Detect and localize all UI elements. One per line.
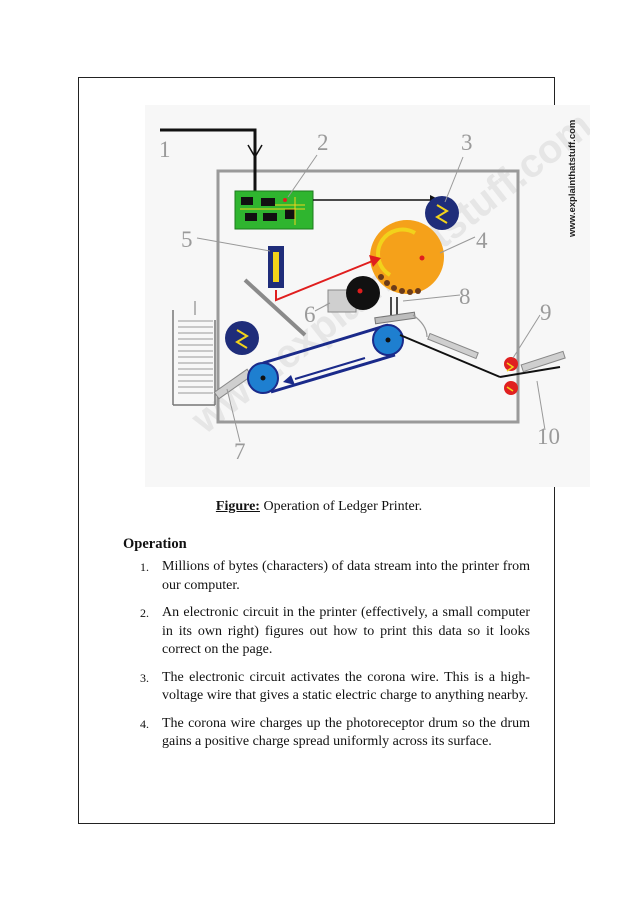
- callout-1: 1: [159, 137, 171, 162]
- step-text: The electronic circuit activates the cor…: [162, 669, 530, 704]
- chip-icon: [245, 213, 257, 221]
- data-input-line: [160, 128, 257, 195]
- belt-roller-left-axle: [260, 375, 266, 381]
- paper-flow-arrow: [412, 314, 428, 338]
- step-number: 3.: [140, 670, 149, 685]
- callout-6: 6: [304, 302, 316, 327]
- developer-roller: [346, 276, 380, 310]
- heat-icon: [506, 362, 515, 392]
- step-number: 1.: [140, 560, 149, 574]
- belt-top: [262, 323, 389, 365]
- belt-bottom: [270, 353, 396, 394]
- callout-10: 10: [537, 424, 560, 449]
- step-item: 3. The electronic circuit activates the …: [140, 669, 530, 706]
- transfer-corona: [374, 297, 416, 325]
- circuit-dot: [283, 198, 287, 202]
- callout-5: 5: [181, 227, 193, 252]
- laser-beam-arrowhead: [369, 255, 381, 267]
- output-path: [499, 366, 561, 378]
- paper-tray: [172, 301, 216, 406]
- ledger-printer-diagram: www.explainthatstuff.com: [145, 105, 590, 487]
- fuser-roller-top: [504, 357, 518, 371]
- printer-illustration: www.explainthatstuff.com: [145, 105, 590, 487]
- laser-beam: [275, 259, 376, 302]
- operation-steps: 1. Millions of bytes (characters) of dat…: [140, 558, 530, 761]
- section-heading: Operation: [123, 536, 187, 552]
- callout-2: 2: [317, 130, 329, 155]
- laser-element: [273, 252, 279, 282]
- step-text: An electronic circuit in the printer (ef…: [162, 605, 530, 657]
- step-text: The corona wire charges up the photorece…: [162, 715, 530, 750]
- circuit-traces: [240, 197, 305, 225]
- paper-sheet: [427, 332, 479, 360]
- step-text: Millions of bytes (characters) of data s…: [162, 559, 530, 593]
- caption-label: Figure:: [215, 499, 260, 514]
- printed-page: [520, 350, 566, 373]
- belt-roller-right-axle: [385, 337, 391, 343]
- printer-housing: [216, 169, 520, 424]
- fuser-roller-bottom: [504, 381, 518, 395]
- figure-caption: Figure: Operation of Ledger Printer.: [0, 499, 638, 515]
- drum-center: [419, 255, 425, 261]
- site-url-vertical: www.explainthatstuff.com: [567, 120, 578, 238]
- callout-leaders: [196, 154, 546, 443]
- step-number: 4.: [140, 716, 149, 731]
- caption-text: Operation of Ledger Printer.: [259, 499, 423, 514]
- chip-icon: [285, 209, 295, 219]
- belt-direction-arrow: [294, 357, 366, 380]
- drum-rotation-arrow: [376, 227, 417, 277]
- spark-icon: [435, 204, 449, 224]
- step-item: 2. An electronic circuit in the printer …: [140, 604, 530, 660]
- chip-icon: [261, 198, 275, 206]
- circuit-board: [234, 190, 314, 230]
- chip-icon: [263, 213, 277, 221]
- spark-icon: [235, 329, 249, 349]
- callout-8: 8: [459, 284, 471, 309]
- belt-direction-arrowhead: [283, 375, 295, 385]
- developer-roller-center: [357, 288, 363, 294]
- chip-icon: [241, 197, 253, 205]
- callout-9: 9: [540, 300, 552, 325]
- callout-7: 7: [234, 439, 246, 464]
- step-item: 4. The corona wire charges up the photor…: [140, 715, 530, 752]
- step-number: 2.: [140, 606, 149, 620]
- data-input-arrow: [247, 144, 263, 159]
- paper-path: [399, 334, 501, 378]
- callout-4: 4: [476, 228, 488, 253]
- step-item: 1. Millions of bytes (characters) of dat…: [140, 558, 530, 595]
- callout-numbers: 1 2 3 4 5 6 7 8 9 10: [159, 130, 560, 464]
- callout-3: 3: [461, 130, 473, 155]
- toner-beads: [378, 274, 421, 295]
- laser-mirror: [243, 278, 307, 337]
